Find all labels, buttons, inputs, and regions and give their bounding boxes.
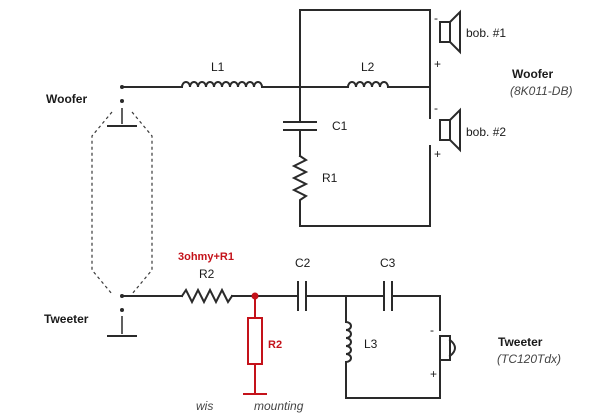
driver1-magnet <box>439 21 451 43</box>
c3-label: C3 <box>380 256 396 270</box>
tweeter-driver <box>439 335 456 399</box>
r1-label: R1 <box>322 171 338 185</box>
woofer-circuit: - + - + Woofer L1 L2 C1 R1 bob. #1 bob. … <box>46 9 572 227</box>
tweeter-input-terminal-mid <box>120 308 124 312</box>
r2-label: R2 <box>199 267 215 281</box>
l2-label: L2 <box>361 60 375 74</box>
c2-label: C2 <box>295 256 311 270</box>
woofer-input-terminal-mid <box>120 99 124 103</box>
driver2-magnet <box>439 119 451 141</box>
driver1-cone <box>449 9 461 55</box>
l3-label: L3 <box>364 337 378 351</box>
c1-label: C1 <box>332 119 348 133</box>
bottom-note-right: mounting <box>254 399 304 413</box>
l2-inductor <box>346 81 390 89</box>
tweeter-driver-title: Tweeter <box>498 335 543 349</box>
driver2-polarity-plus: + <box>434 147 441 161</box>
r2-resistor <box>180 287 234 305</box>
dashed-link-right <box>131 111 153 295</box>
r2-annotation: 3ohmy+R1 <box>178 251 234 263</box>
added-r2-label: R2 <box>268 339 282 351</box>
l3-inductor <box>344 320 352 364</box>
woofer-driver-title: Woofer <box>512 67 553 81</box>
added-r2-resistor <box>247 317 263 365</box>
tweeter-magnet <box>439 335 451 361</box>
tweeter-driver-model: (TC120Tdx) <box>497 352 561 366</box>
tweeter-polarity-plus: + <box>430 367 437 381</box>
bottom-note-left: wis <box>196 399 213 413</box>
r1-resistor <box>291 154 309 227</box>
tweeter-dome <box>448 338 456 358</box>
woofer-driver-model: (8K011-DB) <box>510 84 572 98</box>
dashed-link-left <box>91 111 113 295</box>
tweeter-polarity-minus: - <box>430 323 434 337</box>
driver2-label: bob. #2 <box>466 125 506 139</box>
driver1-label: bob. #1 <box>466 26 506 40</box>
woofer-driver-1 <box>429 9 461 88</box>
driver2-cone <box>449 107 461 153</box>
driver2-polarity-minus: - <box>434 101 438 115</box>
l1-inductor <box>180 81 264 89</box>
tweeter-circuit: - + Tweeter 3ohmy+R1 R2 C2 C3 L3 R2 Twee… <box>44 251 561 399</box>
woofer-input-label: Woofer <box>46 92 87 106</box>
driver1-polarity-minus: - <box>434 11 438 25</box>
input-link-dashed <box>91 111 153 295</box>
woofer-driver-2 <box>429 86 461 227</box>
l1-label: L1 <box>211 60 225 74</box>
added-r2-branch <box>243 292 267 395</box>
tweeter-input-label: Tweeter <box>44 312 89 326</box>
driver1-polarity-plus: + <box>434 57 441 71</box>
